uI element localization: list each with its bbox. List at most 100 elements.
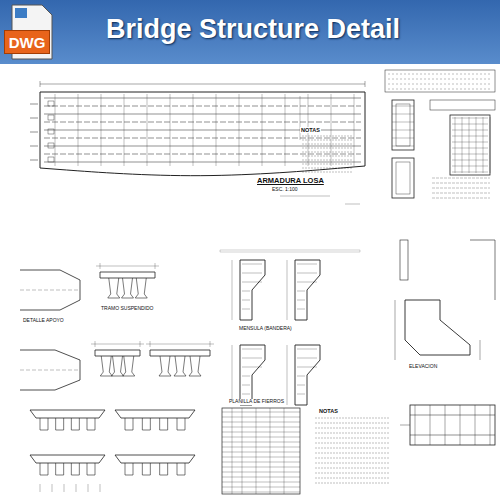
line <box>210 341 211 347</box>
rect <box>392 158 414 198</box>
outline <box>125 463 133 475</box>
line <box>315 433 390 434</box>
line <box>315 463 390 464</box>
view-title: ELEVACION <box>408 364 438 370</box>
line <box>302 160 352 161</box>
line <box>297 273 317 274</box>
line <box>315 453 390 454</box>
line <box>354 94 355 166</box>
line <box>222 452 300 453</box>
line <box>315 423 390 424</box>
line <box>30 132 38 133</box>
line <box>222 442 300 443</box>
line <box>147 94 148 166</box>
line <box>284 408 285 494</box>
line <box>365 81 366 87</box>
line <box>315 468 390 469</box>
line <box>452 130 488 131</box>
line <box>476 117 477 173</box>
line <box>140 341 141 347</box>
line <box>44 122 361 123</box>
line <box>242 358 262 359</box>
line <box>30 118 38 119</box>
line <box>445 405 446 445</box>
line <box>280 196 330 197</box>
outline <box>95 350 140 356</box>
title: Bridge Structure Detail <box>106 14 400 45</box>
outline <box>112 356 124 376</box>
line <box>222 477 300 478</box>
line <box>222 457 300 458</box>
line <box>345 204 360 205</box>
file-badge: DWG <box>4 30 50 54</box>
outline <box>123 356 135 376</box>
line <box>302 172 352 173</box>
line <box>300 96 301 140</box>
line <box>44 138 361 139</box>
line <box>40 81 41 87</box>
line <box>315 443 390 444</box>
line <box>20 370 80 371</box>
line <box>232 260 233 320</box>
outline <box>470 240 495 300</box>
outline <box>295 345 320 405</box>
line <box>302 136 352 137</box>
rect <box>392 100 414 150</box>
line <box>430 405 431 445</box>
line <box>315 478 390 479</box>
line <box>480 340 481 360</box>
badge-text: DWG <box>9 34 46 51</box>
line <box>452 148 488 149</box>
line <box>432 198 490 199</box>
linework <box>20 70 495 494</box>
line <box>302 156 352 157</box>
line <box>256 408 257 494</box>
notes-heading: NOTAS <box>300 127 321 133</box>
rect <box>48 157 54 162</box>
line <box>52 484 53 492</box>
detail-title: DETALLE APOYO <box>22 318 65 324</box>
line <box>395 300 396 360</box>
rect <box>48 129 54 134</box>
line <box>20 290 80 291</box>
line <box>242 264 262 265</box>
line <box>388 79 492 80</box>
detail-title: TRAMO SUSPENDIDO <box>100 306 155 312</box>
line <box>452 124 488 125</box>
line <box>297 282 317 283</box>
rect <box>430 100 495 110</box>
outline <box>125 418 133 430</box>
line <box>392 138 414 139</box>
rect <box>48 101 54 106</box>
line <box>432 188 490 189</box>
line <box>452 166 488 167</box>
line <box>101 94 102 166</box>
line <box>222 417 300 418</box>
outline <box>160 418 168 430</box>
line <box>365 92 366 166</box>
outline <box>405 300 470 355</box>
notes-heading: NOTAS <box>318 408 339 414</box>
line <box>239 94 240 166</box>
line <box>388 84 492 85</box>
rect <box>450 115 490 175</box>
line <box>30 146 38 147</box>
outline <box>295 260 320 320</box>
line <box>222 492 300 493</box>
line <box>452 118 488 119</box>
line <box>392 106 414 107</box>
outline <box>30 455 105 463</box>
outline <box>189 356 201 376</box>
line <box>302 144 352 145</box>
outline <box>142 463 150 475</box>
line <box>331 94 332 166</box>
outline <box>87 463 95 475</box>
outline <box>240 345 265 405</box>
line <box>285 94 286 166</box>
line <box>452 172 488 173</box>
line <box>297 291 305 292</box>
line <box>96 266 159 267</box>
line <box>315 438 390 439</box>
outline <box>100 356 112 376</box>
